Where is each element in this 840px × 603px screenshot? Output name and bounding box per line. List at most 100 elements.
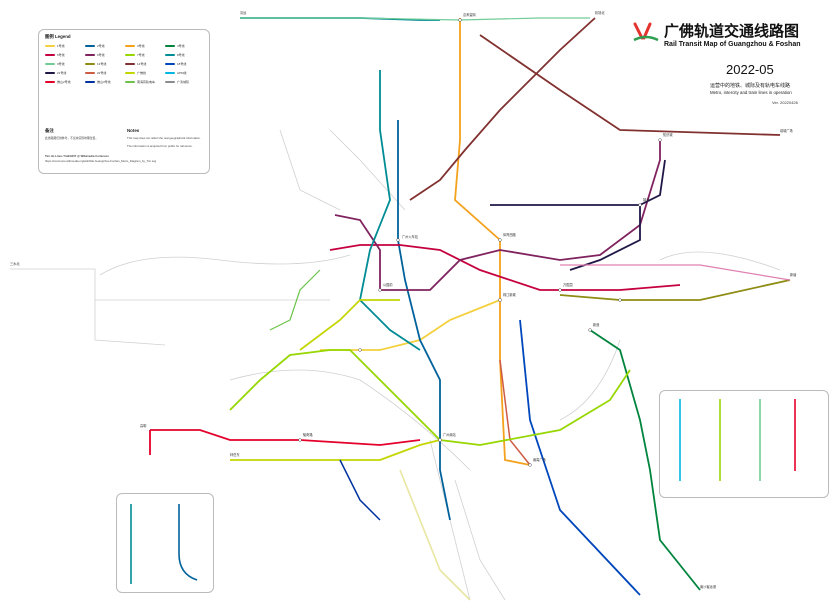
legend-line-label: 3号线	[137, 44, 145, 48]
map-subtitle-en: Metro, intercity and tram lines in opera…	[710, 90, 792, 95]
station-label: 嘉禾望岗	[463, 12, 476, 17]
inset-right-panel	[659, 390, 829, 498]
legend-line-label: 13号线	[97, 62, 107, 66]
line-swatch-icon	[45, 80, 55, 84]
legend-line-label: 南海有轨电车	[137, 80, 156, 84]
station-label: 体育西路	[503, 232, 517, 237]
line-tram[interactable]	[269, 269, 321, 331]
line-swatch-icon	[45, 53, 55, 57]
credit-url[interactable]: https://commons.wikimedia.org/wiki/File:…	[45, 159, 157, 163]
map-title: 广佛轨道交通线路图	[664, 23, 800, 40]
legend-line-label: 14号线	[137, 62, 147, 66]
legend-line-item: 13号线	[85, 62, 106, 66]
legend-line-item: APM线	[165, 71, 187, 75]
line-guangfo-loop[interactable]	[299, 299, 400, 351]
credit: Tim Ho Lines Tmthk007 @ Wikimedia Common…	[45, 154, 109, 158]
line-swatch-icon	[45, 62, 55, 66]
line-swatch-icon	[165, 53, 175, 57]
line-3[interactable]	[454, 18, 531, 466]
line-swatch-icon	[165, 44, 175, 48]
legend-line-item: 7号线	[125, 53, 145, 57]
legend-line-item: 南海有轨电车	[125, 80, 155, 84]
station-label: 万胜围	[563, 282, 573, 287]
station-label: 机场北	[595, 10, 605, 15]
legend-line-item: 9号线	[45, 62, 65, 66]
station-label: 三水北	[10, 261, 20, 266]
legend-line-item: 22号线	[85, 71, 106, 75]
line-swatch-icon	[125, 62, 135, 66]
map-title-en: Rail Transit Map of Guangzhou & Foshan	[664, 41, 801, 48]
legend-line-label: 佛山2号线	[57, 80, 71, 84]
legend-line-item: 5号线	[45, 53, 65, 57]
line-9[interactable]	[240, 17, 590, 21]
map-date: 2022-05	[726, 62, 774, 77]
line-21-south[interactable]	[569, 205, 641, 271]
line-8-main[interactable]	[359, 70, 421, 351]
legend-line-label: 广清城际	[177, 80, 190, 84]
station-label: 增城广场	[780, 128, 793, 133]
legend-line-label: 佛山3号线	[97, 80, 111, 84]
station-label: 新塘	[790, 272, 797, 277]
line-swatch-icon	[125, 53, 135, 57]
legend-line-label: 7号线	[137, 53, 145, 57]
station-label: 知识城	[663, 132, 673, 137]
legend-line-item: 广佛线	[125, 71, 146, 75]
line-swatch-icon	[125, 71, 135, 75]
legend-line-item: 21号线	[45, 71, 66, 75]
line-21[interactable]	[479, 34, 781, 136]
legend-line-label: 9号线	[57, 62, 65, 66]
legend-line-item: 3号线	[125, 44, 145, 48]
line-pink[interactable]	[560, 264, 791, 281]
inset-left-panel	[116, 493, 214, 593]
line-14[interactable]	[409, 17, 596, 201]
line-swatch-icon	[125, 80, 135, 84]
line-4[interactable]	[589, 329, 701, 591]
line-swatch-icon	[165, 71, 175, 75]
line-2[interactable]	[397, 120, 451, 521]
legend-heading: 图例 Legend	[45, 34, 71, 39]
legend-line-label: APM线	[177, 71, 187, 75]
station-label: 珠江新城	[503, 292, 517, 297]
legend-line-item: 8号线	[165, 53, 185, 57]
note-2: This map does not reflect the real geogr…	[127, 136, 201, 140]
line-guangfo[interactable]	[230, 439, 441, 461]
legend-line-label: 18号线	[177, 62, 187, 66]
line-swatch-icon	[85, 80, 95, 84]
line-21-navy[interactable]	[490, 159, 666, 206]
station-label: 高明	[140, 423, 146, 428]
line-intercity[interactable]	[399, 469, 471, 601]
legend-line-item: 2号线	[85, 44, 105, 48]
station-label: 镇龙	[643, 197, 650, 202]
map-subtitle: 运营中的地铁、城际及有轨电车线路	[710, 83, 791, 89]
line-7[interactable]	[229, 349, 631, 446]
map-version: Ver. 20220426	[772, 100, 798, 105]
station-label: 新造	[593, 322, 600, 327]
station-label: 清远	[240, 10, 247, 15]
line-swatch-icon	[125, 44, 135, 48]
legend-line-label: 4号线	[177, 44, 185, 48]
station-label: 林岳东	[230, 452, 240, 457]
station-labels: 嘉禾望岗 广州火车站 体育西路 广州南站 珠江新城 公园前 镇龙 万胜围 新造 …	[10, 10, 797, 589]
line-swatch-icon	[165, 62, 175, 66]
line-foshan-2[interactable]	[150, 429, 421, 446]
line-18[interactable]	[519, 319, 641, 596]
line-foshan-3[interactable]	[339, 459, 381, 521]
line-swatch-icon	[85, 62, 95, 66]
legend-line-item: 14号线	[125, 62, 146, 66]
line-swatch-icon	[45, 44, 55, 48]
station-label: 番禺广场	[533, 457, 546, 462]
line-6[interactable]	[334, 140, 661, 291]
legend-line-item: 18号线	[165, 62, 186, 66]
legend-line-label: 22号线	[97, 71, 107, 75]
legend-line-label: 广佛线	[137, 71, 147, 75]
line-swatch-icon	[85, 53, 95, 57]
line-13[interactable]	[559, 279, 791, 301]
station-label: 广州南站	[443, 432, 457, 437]
legend-line-item: 佛山3号线	[85, 80, 111, 84]
legend-line-item: 6号线	[85, 53, 105, 57]
legend-line-label: 21号线	[57, 71, 67, 75]
note-3: The information is acquired from public …	[127, 144, 193, 148]
logo-icon	[633, 22, 659, 42]
